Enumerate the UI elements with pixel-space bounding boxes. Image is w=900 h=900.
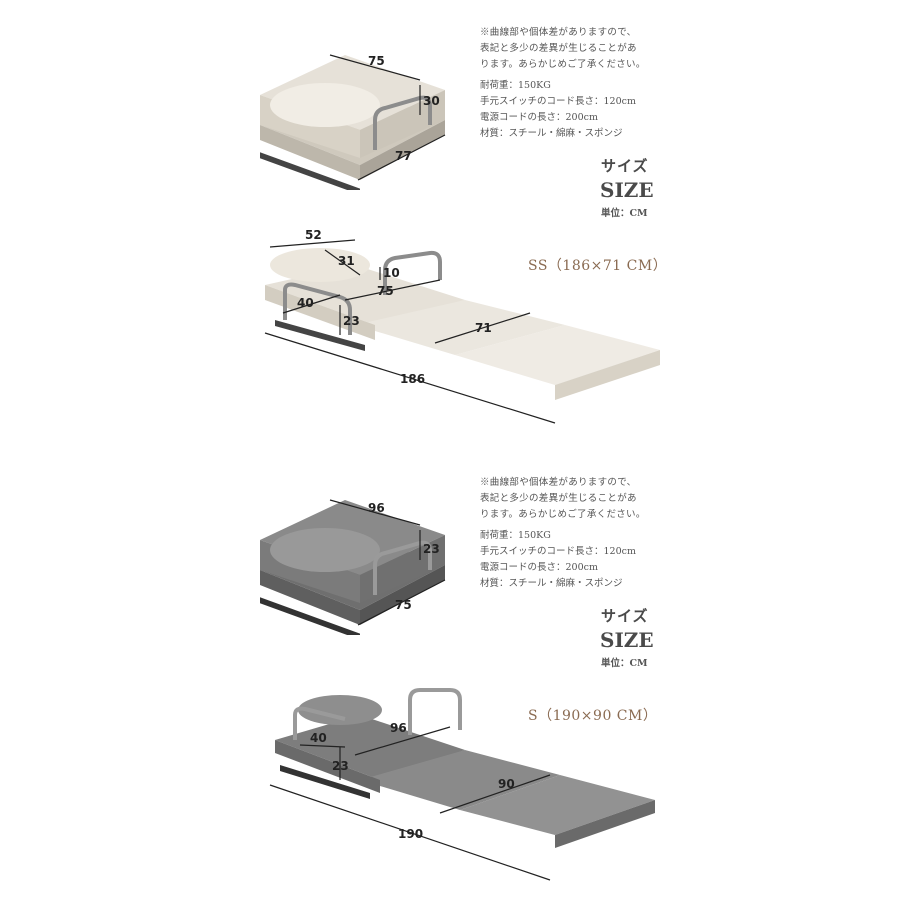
flat-top-width-ss: 52: [305, 228, 322, 242]
pillow-dim-ss: 31: [338, 254, 355, 268]
model-label-s: S（190×90 CM）: [528, 708, 658, 724]
flat-bed-image-ss: 52 31 10 75 40 23 71 186: [264, 228, 660, 424]
disclaimer-note-ss: ※曲線部や個体差がありますので、 表記と多少の差異が生じることがあ ります。あら…: [480, 27, 646, 70]
size-title-en-ss: SIZE: [600, 178, 654, 202]
mattress-width-s: 90: [498, 777, 515, 791]
size-title-jp-ss: サイズ: [601, 157, 649, 175]
spec-list-s: 耐荷重：150KG 手元スイッチのコード長さ：120cm 電源コードの長さ：20…: [480, 530, 636, 589]
side-dim-ss: 40: [297, 296, 314, 310]
folded-depth-ss: 77: [395, 149, 412, 163]
rail-height-ss: 10: [383, 266, 400, 280]
folded-height-ss: 30: [423, 94, 440, 108]
leg-height-ss: 23: [343, 314, 360, 328]
model-label-ss: SS（186×71 CM）: [528, 258, 668, 274]
folded-bed-image-ss: 75 30 77: [260, 54, 446, 190]
size-title-en-s: SIZE: [600, 628, 654, 652]
folded-height-s: 23: [423, 542, 440, 556]
rail-length-ss: 75: [377, 284, 394, 298]
flat-bed-image-s: 96 40 23 90 190: [269, 688, 655, 881]
unit-label-ss: 単位：CM: [601, 208, 648, 219]
total-length-ss: 186: [400, 372, 425, 386]
spec-list-ss: 耐荷重：150KG 手元スイッチのコード長さ：120cm 電源コードの長さ：20…: [480, 80, 636, 139]
leg-height-s: 23: [332, 759, 349, 773]
side-dim-s: 40: [310, 731, 327, 745]
unit-label-s: 単位：CM: [601, 658, 648, 669]
rail-length-s: 96: [390, 721, 407, 735]
total-length-s: 190: [398, 827, 423, 841]
disclaimer-note-s: ※曲線部や個体差がありますので、 表記と多少の差異が生じることがあ ります。あら…: [480, 477, 646, 520]
folded-width-s: 96: [368, 501, 385, 515]
folded-width-ss: 75: [368, 54, 385, 68]
folded-depth-s: 75: [395, 598, 412, 612]
mattress-width-ss: 71: [475, 321, 492, 335]
folded-bed-image-s: 96 23 75: [260, 499, 446, 635]
size-title-jp-s: サイズ: [601, 607, 649, 625]
